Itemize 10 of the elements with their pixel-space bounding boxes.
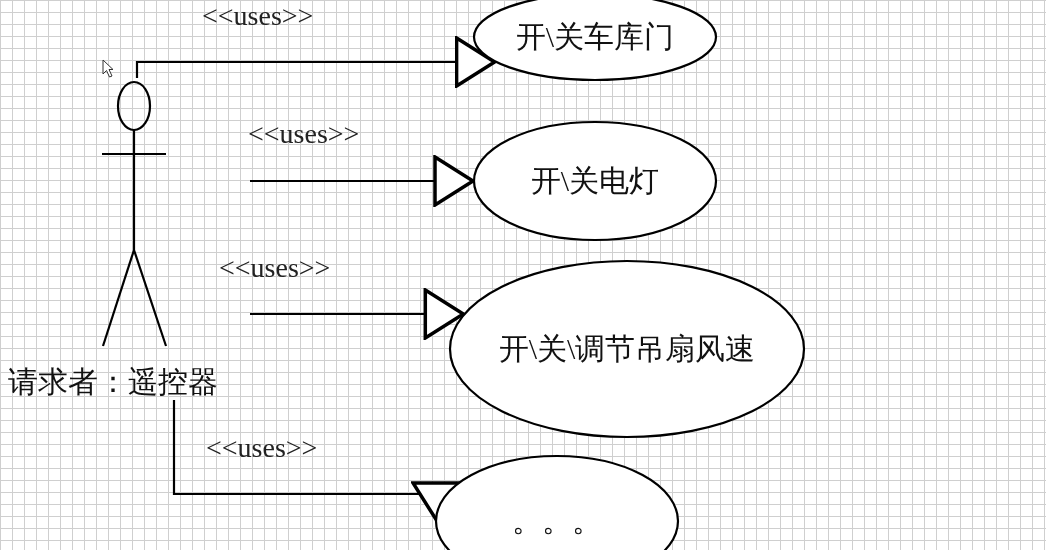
edge-label: <<uses>>	[206, 432, 318, 464]
use-case-ellipse: 开\关\调节吊扇风速	[449, 260, 805, 438]
actor-name: 请求者：遥控器	[8, 364, 218, 400]
arrow	[135, 36, 497, 88]
arrow	[250, 288, 466, 340]
edge-label: <<uses>>	[202, 0, 314, 32]
arrow	[250, 155, 475, 207]
edge-label: <<uses>>	[219, 252, 331, 284]
edge-label: <<uses>>	[248, 118, 360, 150]
use-case-ellipse: 开\关电灯	[473, 121, 717, 241]
